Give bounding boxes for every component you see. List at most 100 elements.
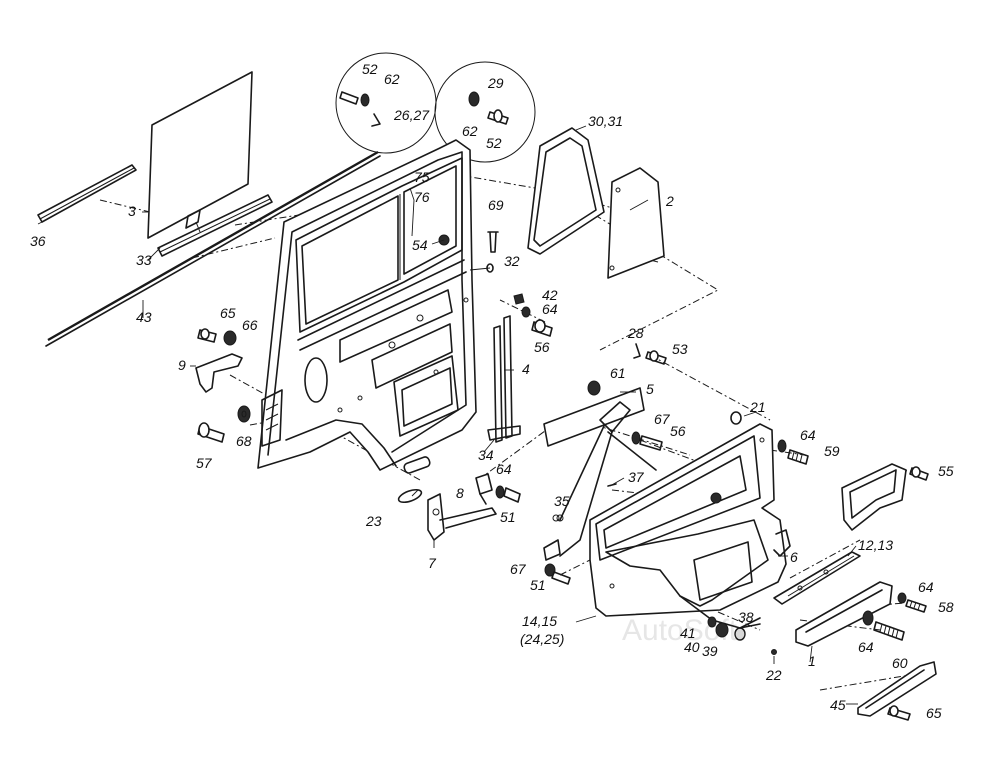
washer-icon-41 [707,616,717,628]
spring-icon-38 [739,617,761,629]
label-36: 36 [30,233,46,249]
label-62a: 62 [384,71,400,87]
label-67a: 67 [654,411,671,427]
label-59: 59 [824,443,840,459]
label-55: 55 [938,463,954,479]
washer-icon-64c [495,485,505,499]
label-51b: 51 [530,577,546,593]
clip-icon-42 [513,293,525,305]
label-35: 35 [554,493,570,509]
detail-circle-left [335,52,437,154]
label-32: 32 [504,253,520,269]
door-frame [257,139,477,474]
bolt-icon-65a [197,328,217,343]
label-64b: 64 [800,427,816,443]
armrest-1 [795,581,893,647]
nut-icon-66 [223,330,237,346]
washer-icon-64d [897,592,907,604]
bolt-icon-52b [487,109,509,125]
label-39: 39 [702,643,718,659]
glass-pane-3 [147,71,253,239]
assembly-lines [99,169,921,691]
label-52a: 52 [362,61,378,77]
washer-icon-64b [777,439,787,453]
bolt-icon-56b [639,435,663,451]
label-29: 29 [487,75,504,91]
label-26-27: 26,27 [393,107,430,123]
label-45: 45 [830,697,846,713]
screw-icon-22 [771,649,777,655]
pin-icon-69 [487,231,499,253]
label-4: 4 [522,361,530,377]
bolt-icon-57 [197,422,225,443]
washer-icon-39 [734,627,746,641]
bolt-icon-65b [887,705,911,721]
inner-handle-6 [773,529,791,557]
label-66: 66 [242,317,258,333]
bolt-icon-52a [339,91,359,105]
clip-icon-35 [552,514,560,522]
bolt-icon-59 [787,449,809,465]
label-34: 34 [478,447,494,463]
label-8: 8 [456,485,464,501]
washer-icon-64a [521,306,531,318]
clip-icon-28 [633,343,641,359]
pull-handle-45 [857,661,937,717]
label-42: 42 [542,287,558,303]
washer-icon-67b [544,563,556,577]
label-53: 53 [672,341,688,357]
detail-circle-right [434,61,536,163]
label-3: 3 [128,203,136,219]
label-21: 21 [749,399,766,415]
label-54: 54 [412,237,428,253]
window-strip-43 [45,150,381,347]
lever-icon-8 [475,473,493,505]
label-37: 37 [628,469,645,485]
leader-lines [37,125,858,705]
label-64e: 64 [858,639,874,655]
clip-icon-26-27 [371,113,381,127]
door-pocket-55 [841,463,907,531]
window-guide-channel-4 [487,315,521,443]
label-64d: 64 [918,579,934,595]
label-58: 58 [938,599,954,615]
label-7: 7 [428,555,437,571]
washer-icon-67a [631,431,641,445]
rubber-stop-icon-61 [587,380,601,396]
label-65b: 65 [926,705,942,721]
seal-icon-23 [397,488,423,504]
inner-trim-panel-14-15 [589,423,787,629]
nut-icon-40 [715,622,729,638]
bolt-icon-55 [909,466,929,481]
label-30-31: 30,31 [588,113,623,129]
label-22: 22 [765,667,782,683]
washer-icon-29 [468,91,480,107]
label-64c: 64 [496,461,512,477]
label-24-25: (24,25) [520,631,564,647]
window-strip-33 [157,194,273,257]
bezel-icon-21 [730,411,742,425]
part-labels: 52 62 26,27 29 62 52 30,31 2 3 36 33 43 … [30,61,954,721]
label-38: 38 [738,609,754,625]
label-28: 28 [627,325,644,341]
bolt-icon-51a [503,487,521,503]
label-1: 1 [808,653,816,669]
label-57: 57 [196,455,213,471]
vent-cover-panel-2 [607,167,665,279]
label-68: 68 [236,433,252,449]
bracket-icon-regulator-foot [543,539,561,561]
armrest-bracket-12-13 [773,551,861,605]
label-5: 5 [646,381,654,397]
label-62b: 62 [462,123,478,139]
label-51a: 51 [500,509,516,525]
label-9: 9 [178,357,186,373]
bolt-icon-56a [531,319,553,337]
outer-handle-9 [195,353,243,393]
label-65a: 65 [220,305,236,321]
label-56b: 56 [670,423,686,439]
bolt-icon-58 [905,599,927,613]
window-strip-36 [37,164,137,223]
label-6: 6 [790,549,798,565]
washer-icon-68 [237,405,251,423]
door-lock-7 [427,493,497,541]
